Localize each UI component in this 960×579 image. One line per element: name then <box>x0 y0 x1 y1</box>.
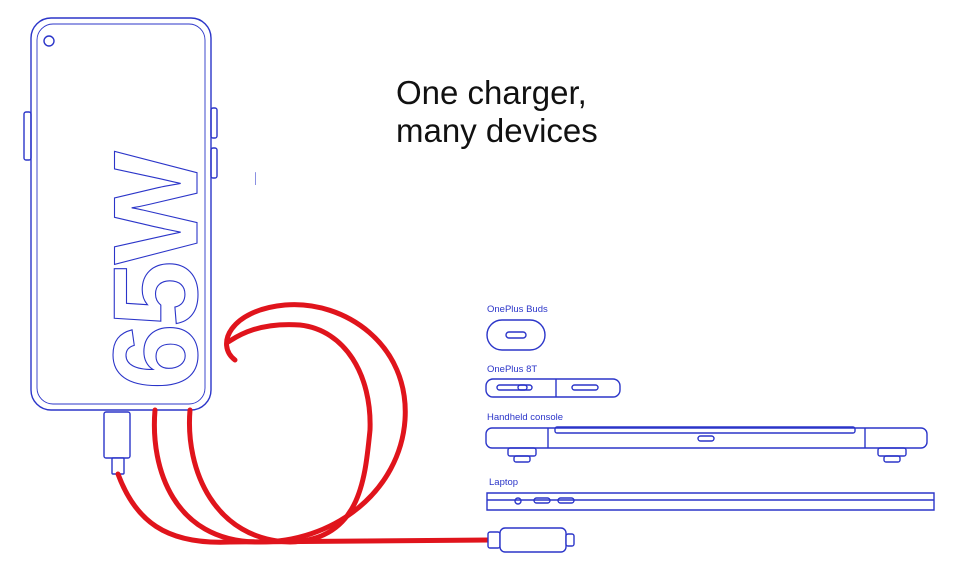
charger-brick <box>23 17 218 411</box>
device-label-handheld-console: Handheld console <box>487 412 564 423</box>
device-label-phone: OnePlus 8T <box>487 364 538 375</box>
phone-side <box>485 378 621 398</box>
headline: One charger, many devices <box>396 74 598 150</box>
device-label-buds: OnePlus Buds <box>487 304 548 315</box>
power-rating-lettering: 65W 65W <box>88 150 281 391</box>
power-label-outline-echo: 65W <box>147 151 281 390</box>
handheld-console-side <box>485 426 928 463</box>
buds-case <box>486 319 546 351</box>
charger-plug <box>103 411 131 475</box>
device-label-laptop: Laptop <box>489 477 519 488</box>
laptop-side <box>486 492 935 511</box>
headline-line-2: many devices <box>396 112 598 149</box>
headline-line-1: One charger, <box>396 74 587 111</box>
usb-c-connector <box>487 527 575 553</box>
charging-cable <box>115 302 493 545</box>
power-label-outline: 65W <box>89 151 223 390</box>
